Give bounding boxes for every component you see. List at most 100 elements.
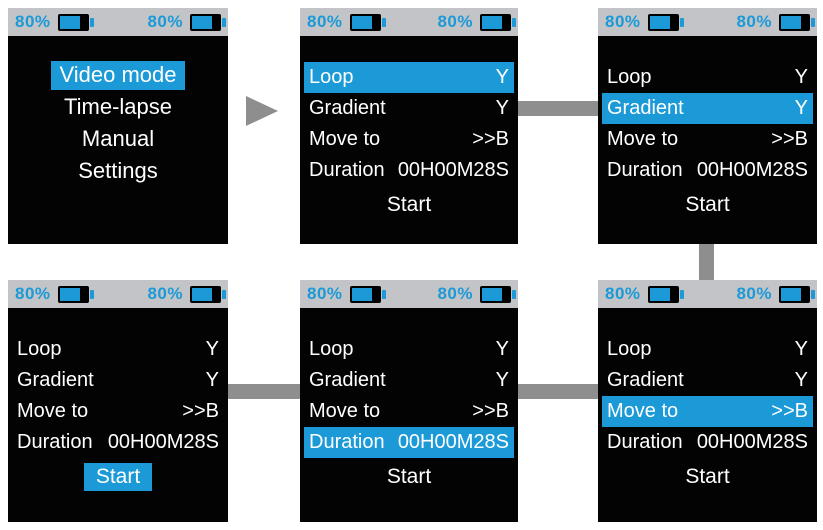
battery-percent: 80%: [147, 12, 183, 31]
menu-row-gradient[interactable]: Gradient Y: [304, 93, 514, 124]
start-button[interactable]: Start: [12, 463, 224, 491]
menu-row-duration[interactable]: Duration 00H00M28S: [304, 155, 514, 186]
start-button[interactable]: Start: [304, 191, 514, 219]
settings-menu: Loop Y Gradient Y Move to >>B Duration 0…: [598, 308, 817, 491]
screen-duration-selected: 80% 80% Loop Y Gradient Y Move to >>B: [300, 280, 518, 522]
row-value: Y: [205, 369, 219, 391]
row-label: Gradient: [309, 369, 386, 391]
menu-row-move-to[interactable]: Move to >>B: [602, 396, 813, 427]
menu-item-label: Settings: [78, 158, 158, 183]
battery-percent: 80%: [605, 284, 641, 303]
battery-icon: [349, 285, 386, 303]
menu-row-loop[interactable]: Loop Y: [304, 334, 514, 365]
menu-row-gradient[interactable]: Gradient Y: [602, 365, 813, 396]
menu-row-loop[interactable]: Loop Y: [304, 62, 514, 93]
status-bar: 80% 80%: [8, 8, 228, 36]
menu-row-duration[interactable]: Duration 00H00M28S: [602, 427, 813, 458]
menu-row-gradient[interactable]: Gradient Y: [602, 93, 813, 124]
menu-row-gradient[interactable]: Gradient Y: [12, 365, 224, 396]
mode-menu-list: Video mode Time-lapse Manual Settings: [8, 36, 228, 188]
row-value: Y: [794, 338, 808, 360]
battery-icon: [779, 285, 815, 303]
row-label: Move to: [607, 128, 679, 150]
menu-item-label: Time-lapse: [64, 94, 172, 119]
menu-item-manual[interactable]: Manual: [8, 124, 228, 156]
battery-percent: 80%: [307, 284, 343, 303]
row-label: Move to: [607, 400, 679, 422]
row-value: 00H00M28S: [696, 431, 808, 453]
menu-row-duration[interactable]: Duration 00H00M28S: [12, 427, 224, 458]
menu-item-video-mode[interactable]: Video mode: [8, 60, 228, 92]
menu-item-label: Manual: [81, 126, 155, 151]
battery-percent: 80%: [15, 284, 51, 303]
flow-arrow-icon: [246, 96, 278, 126]
menu-row-move-to[interactable]: Move to >>B: [602, 124, 813, 155]
start-label: Start: [685, 193, 730, 216]
battery-left: 80%: [605, 284, 684, 304]
status-bar: 80% 80%: [598, 280, 817, 308]
battery-icon: [190, 13, 226, 31]
battery-left: 80%: [307, 12, 386, 32]
screen-move-to-selected: 80% 80% Loop Y Gradient Y Move to >>B: [598, 280, 817, 522]
battery-left: 80%: [15, 12, 94, 32]
menu-item-label: Video mode: [51, 61, 185, 90]
row-label: Duration: [607, 431, 683, 453]
menu-row-gradient[interactable]: Gradient Y: [304, 365, 514, 396]
battery-right: 80%: [147, 284, 226, 304]
battery-percent: 80%: [605, 12, 641, 31]
connector-bottom-left: [226, 384, 302, 399]
settings-menu: Loop Y Gradient Y Move to >>B Duration 0…: [300, 308, 518, 491]
status-bar: 80% 80%: [598, 8, 817, 36]
battery-icon: [480, 285, 516, 303]
menu-row-move-to[interactable]: Move to >>B: [304, 396, 514, 427]
row-value: Y: [495, 369, 509, 391]
menu-item-settings[interactable]: Settings: [8, 156, 228, 188]
battery-percent: 80%: [307, 12, 343, 31]
battery-percent: 80%: [736, 12, 772, 31]
settings-menu: Loop Y Gradient Y Move to >>B Duration 0…: [300, 36, 518, 219]
battery-left: 80%: [307, 284, 386, 304]
row-label: Loop: [309, 66, 354, 88]
start-button[interactable]: Start: [304, 463, 514, 491]
screen-mode-menu: 80% 80% Video mode Time-lapse Manual Set…: [8, 8, 228, 244]
battery-icon: [779, 13, 815, 31]
menu-item-time-lapse[interactable]: Time-lapse: [8, 92, 228, 124]
start-label: Start: [685, 465, 730, 488]
row-label: Gradient: [607, 369, 684, 391]
start-button[interactable]: Start: [602, 463, 813, 491]
row-value: 00H00M28S: [397, 159, 509, 181]
screen-loop-selected: 80% 80% Loop Y Gradient Y Move to >>B: [300, 8, 518, 244]
menu-row-duration[interactable]: Duration 00H00M28S: [304, 427, 514, 458]
battery-right: 80%: [437, 12, 516, 32]
menu-row-move-to[interactable]: Move to >>B: [12, 396, 224, 427]
battery-icon: [480, 13, 516, 31]
connector-bottom-right: [516, 384, 600, 399]
battery-percent: 80%: [437, 12, 473, 31]
battery-icon: [647, 13, 684, 31]
battery-percent: 80%: [736, 284, 772, 303]
screen-start-selected: 80% 80% Loop Y Gradient Y Move to >>B: [8, 280, 228, 522]
row-label: Duration: [309, 431, 385, 453]
menu-row-loop[interactable]: Loop Y: [602, 62, 813, 93]
row-label: Move to: [309, 128, 381, 150]
row-value: >>B: [771, 128, 808, 150]
menu-row-move-to[interactable]: Move to >>B: [304, 124, 514, 155]
status-bar: 80% 80%: [8, 280, 228, 308]
battery-icon: [57, 13, 94, 31]
row-value: Y: [205, 338, 219, 360]
battery-left: 80%: [15, 284, 94, 304]
menu-row-loop[interactable]: Loop Y: [12, 334, 224, 365]
connector-top: [516, 101, 600, 116]
battery-icon: [349, 13, 386, 31]
start-label: Start: [386, 193, 432, 216]
menu-row-duration[interactable]: Duration 00H00M28S: [602, 155, 813, 186]
menu-row-loop[interactable]: Loop Y: [602, 334, 813, 365]
start-button[interactable]: Start: [602, 191, 813, 219]
connector-right-vertical: [699, 242, 714, 282]
status-bar: 80% 80%: [300, 8, 518, 36]
row-label: Gradient: [309, 97, 386, 119]
settings-menu: Loop Y Gradient Y Move to >>B Duration 0…: [8, 308, 228, 491]
battery-right: 80%: [147, 12, 226, 32]
battery-percent: 80%: [437, 284, 473, 303]
